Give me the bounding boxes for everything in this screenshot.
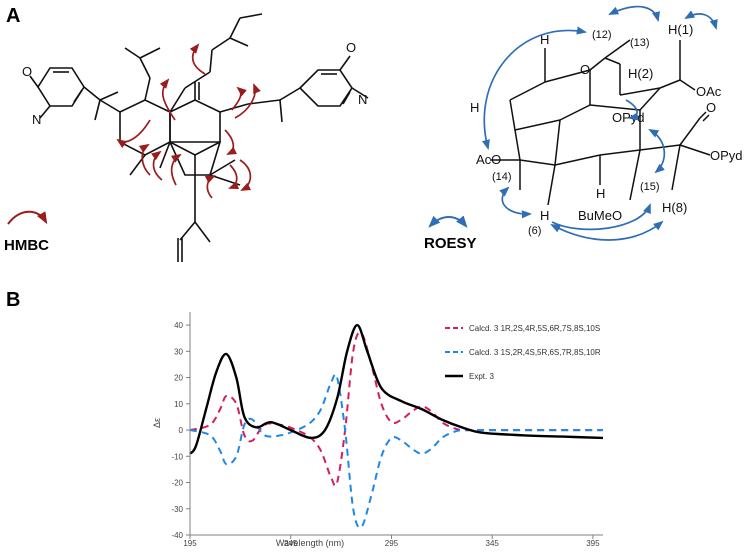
- x-axis: 195 245 295 345 395: [183, 534, 603, 548]
- y-tick-label: 20: [174, 374, 183, 383]
- x-axis-label: Wavelength (nm): [276, 538, 344, 548]
- y-tick-label: 0: [179, 426, 184, 435]
- hmbc-arrows: [116, 43, 261, 199]
- atom-label: OAc: [696, 84, 722, 99]
- legend-label: Calcd. 3 1S,2R,4S,5R,6S,7R,8S,10R: [469, 348, 601, 357]
- x-tick-label: 395: [586, 539, 600, 548]
- hmbc-arrow: [234, 83, 261, 119]
- atom-label: OPyd: [710, 148, 743, 163]
- hmbc-arrow: [224, 129, 238, 155]
- atom-label: O: [580, 62, 590, 77]
- y-axis-label: Δε: [152, 418, 162, 428]
- roesy-legend-arrow: [428, 215, 468, 228]
- series-line-3: [189, 323, 604, 455]
- hmbc-legend-arrow: [7, 210, 48, 225]
- y-tick-label: 40: [174, 321, 183, 330]
- hmbc-arrow: [138, 143, 151, 176]
- atom-label: O: [346, 40, 356, 55]
- hmbc-atom-labels: O N O N: [22, 40, 367, 127]
- roesy-arrow: [684, 10, 718, 30]
- panel-b-letter: B: [6, 289, 20, 311]
- atom-label: H(8): [662, 200, 687, 215]
- hmbc-arrow: [151, 150, 163, 181]
- atom-label: N: [358, 92, 367, 107]
- hmbc-structure: [29, 13, 369, 262]
- x-tick-label: 345: [486, 539, 500, 548]
- roesy-arrow: [499, 186, 533, 219]
- hmbc-legend-label: HMBC: [4, 237, 49, 254]
- legend-label: Expt. 3: [469, 372, 494, 381]
- y-tick-label: -20: [171, 479, 183, 488]
- hmbc-arrow: [231, 86, 247, 111]
- roesy-structure: [490, 39, 711, 206]
- roesy-legend-label: ROESY: [424, 235, 477, 252]
- y-tick-label: -40: [171, 531, 183, 540]
- legend: Calcd. 3 1R,2S,4R,5S,6R,7S,8S,10S Calcd. …: [445, 324, 601, 381]
- cd-chart: 40 30 20 10 0 -10 -20 -30 -40 195 245 295 345 395 Δε…: [152, 312, 604, 548]
- panel-a-letter: A: [6, 5, 20, 27]
- atom-label: H: [540, 208, 549, 223]
- roesy-arrows: [481, 5, 718, 241]
- atom-label: N: [32, 112, 41, 127]
- atom-label: (14): [492, 171, 512, 183]
- atom-label: (12): [592, 29, 612, 41]
- hmbc-arrow: [116, 119, 151, 149]
- y-tick-label: 30: [174, 347, 183, 356]
- roesy-arrow: [625, 99, 639, 121]
- hmbc-arrow: [228, 164, 240, 189]
- hmbc-arrow: [170, 153, 182, 186]
- y-tick-label: 10: [174, 400, 183, 409]
- atom-label: H(2): [628, 66, 653, 81]
- atom-label: (13): [630, 37, 650, 49]
- atom-label: H: [470, 100, 479, 115]
- hmbc-arrow: [239, 159, 252, 191]
- roesy-arrow: [551, 203, 651, 231]
- atom-label: O: [706, 100, 716, 115]
- x-tick-label: 295: [385, 539, 399, 548]
- hmbc-arrow: [189, 43, 206, 75]
- roesy-arrow: [648, 129, 666, 174]
- atom-label: H: [596, 186, 605, 201]
- legend-label: Calcd. 3 1R,2S,4R,5S,6R,7S,8S,10S: [469, 324, 600, 333]
- atom-label: H(1): [668, 22, 693, 37]
- atom-label: OPyd: [612, 110, 645, 125]
- atom-label: BuMeO: [578, 208, 622, 223]
- y-tick-label: -10: [171, 452, 183, 461]
- roesy-arrow: [608, 5, 660, 22]
- x-tick-label: 245: [284, 539, 298, 548]
- roesy-arrow: [550, 220, 664, 241]
- atom-label: AcO: [476, 152, 501, 167]
- hmbc-arrow: [159, 78, 176, 121]
- atom-label: (15): [640, 181, 660, 193]
- series-line-2: [189, 373, 603, 529]
- atom-label: O: [22, 64, 32, 79]
- y-tick-label: -30: [171, 505, 183, 514]
- roesy-arrow: [481, 26, 588, 150]
- x-tick-label: 195: [183, 539, 197, 548]
- plot-area: [189, 323, 604, 529]
- atom-label: (6): [528, 225, 541, 237]
- hmbc-arrow: [204, 175, 216, 199]
- y-axis: 40 30 20 10 0 -10 -20 -30 -40: [171, 312, 191, 540]
